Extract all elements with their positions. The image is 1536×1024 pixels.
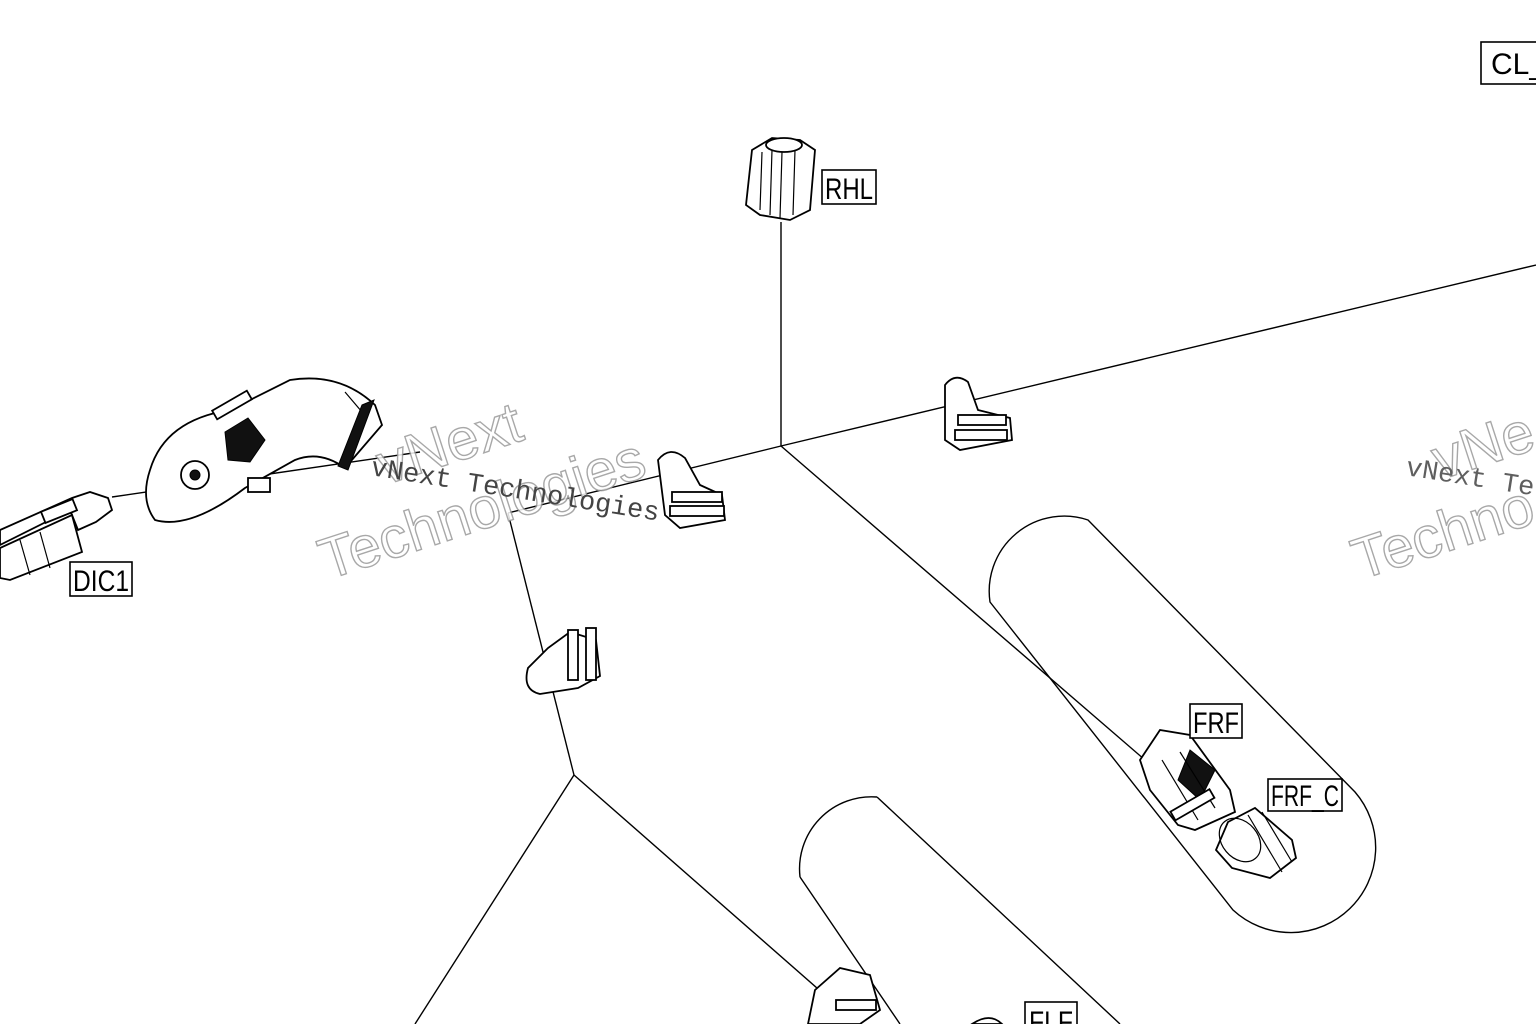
wire-down-left <box>507 512 575 776</box>
flf-label-text: FLF <box>1029 1006 1073 1024</box>
wire-loop-flf <box>798 796 1121 1024</box>
clip-bottom <box>807 967 1004 1024</box>
watermark-right: vNe Techno vNext Te <box>1343 398 1536 593</box>
rhl-connector <box>745 137 816 221</box>
frf-connector <box>1139 729 1237 831</box>
frf-c-label-text: FRF_C <box>1271 780 1339 813</box>
frf-label-text: FRF <box>1193 707 1239 740</box>
wire-main-left <box>507 445 782 514</box>
wire-bottom-right <box>573 774 859 1024</box>
clip-right <box>944 376 1013 451</box>
clip-center <box>657 451 726 529</box>
wire-bottom-left <box>414 774 575 1024</box>
clip-left <box>525 627 601 695</box>
frf-label: FRF <box>1189 703 1243 740</box>
cl-label: CL_ <box>1480 41 1536 85</box>
wires <box>111 222 1536 1024</box>
dic1-connector <box>0 491 114 581</box>
bent-tube <box>145 377 384 523</box>
dic1-label: DIC1 <box>69 561 133 598</box>
wire-main-right <box>780 264 1536 447</box>
rhl-label: RHL <box>821 169 877 206</box>
frf-c-connector <box>1214 806 1298 879</box>
rhl-label-text: RHL <box>825 173 873 206</box>
flf-label: FLF <box>1024 1001 1078 1024</box>
wire-loop-frf <box>988 515 1377 934</box>
dic1-label-text: DIC1 <box>73 565 129 598</box>
cl-label-text: CL_ <box>1491 48 1536 81</box>
wire-to-frf <box>780 445 1146 761</box>
frf-c-label: FRF_C <box>1267 778 1343 813</box>
